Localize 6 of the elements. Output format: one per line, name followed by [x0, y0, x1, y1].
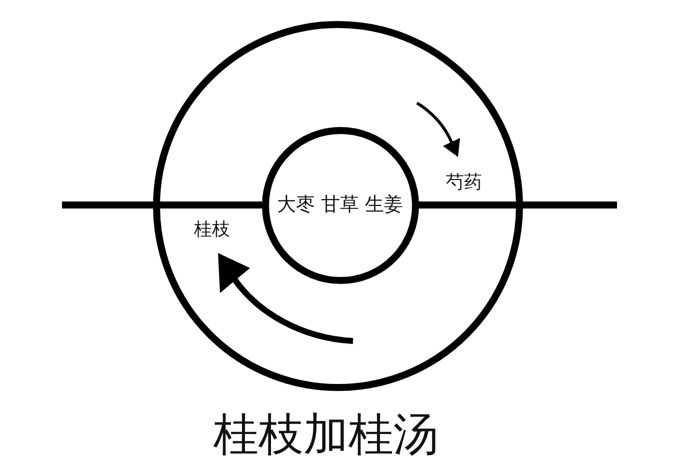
inner-circle [262, 126, 418, 284]
outer-circle [153, 21, 523, 391]
herb-label: 大枣 甘草 生姜 [276, 196, 404, 214]
herb-label: 桂枝 [194, 221, 230, 239]
herb-label: 芍药 [446, 174, 482, 192]
title: 桂枝加桂汤 [214, 412, 438, 456]
